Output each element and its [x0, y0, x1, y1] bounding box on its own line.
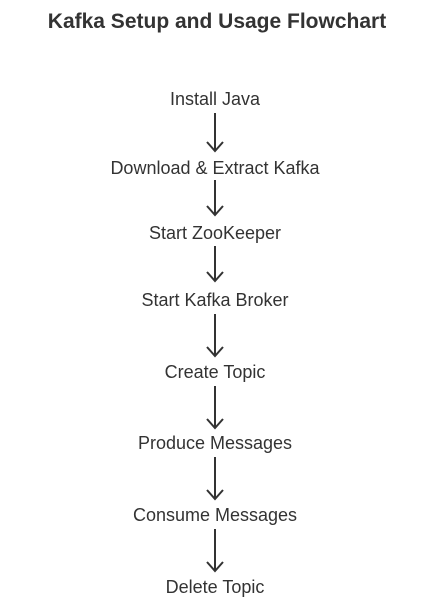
step-label: Consume Messages	[133, 505, 297, 525]
down-arrow-icon	[206, 314, 224, 358]
step-label: Install Java	[170, 89, 261, 109]
flowchart-arrows	[206, 113, 224, 573]
down-arrow-icon	[206, 180, 224, 217]
down-arrow-icon	[206, 246, 224, 283]
step-label: Download & Extract Kafka	[110, 158, 320, 178]
step-label: Delete Topic	[166, 577, 265, 597]
step-label: Create Topic	[165, 362, 266, 382]
down-arrow-icon	[206, 457, 224, 501]
down-arrow-icon	[206, 386, 224, 430]
step-label: Start ZooKeeper	[149, 223, 281, 243]
step-label: Start Kafka Broker	[141, 290, 288, 310]
down-arrow-icon	[206, 529, 224, 573]
step-label: Produce Messages	[138, 433, 292, 453]
diagram-title: Kafka Setup and Usage Flowchart	[47, 10, 387, 33]
down-arrow-icon	[206, 113, 224, 153]
